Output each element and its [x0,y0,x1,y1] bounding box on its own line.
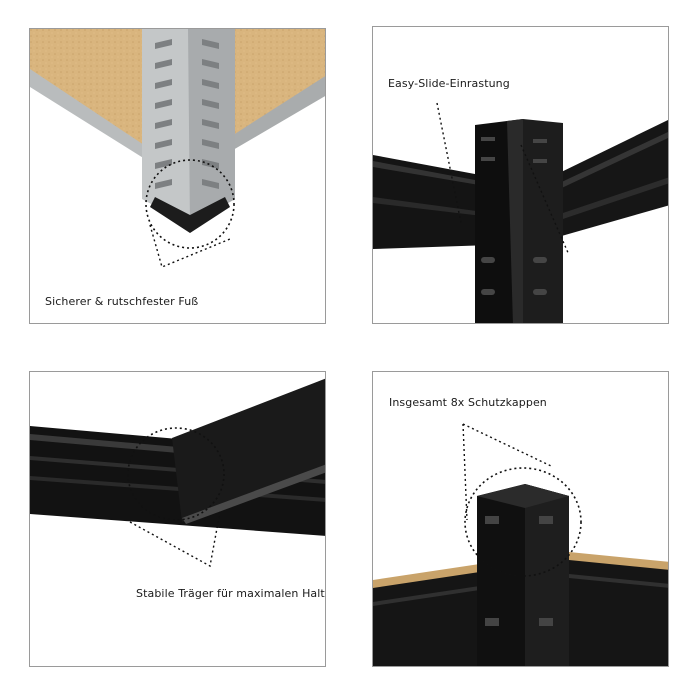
stable-beam-illustration [30,372,325,666]
panel-safe-foot: Sicherer & rutschfester Fuß [29,28,326,324]
panel-stable-beams: Stabile Träger für maximalen Halt [29,371,326,667]
galvanized-corner-foot-illustration [30,29,325,323]
easy-slide-joint-illustration [373,27,668,323]
caption-safe-foot: Sicherer & rutschfester Fuß [45,295,199,308]
caption-easy-slide: Easy-Slide-Einrastung [388,77,510,90]
caption-stable-beams: Stabile Träger für maximalen Halt [136,587,325,600]
panel-protective-caps: Insgesamt 8x Schutzkappen [372,371,669,667]
caption-protective-caps: Insgesamt 8x Schutzkappen [389,396,547,409]
panel-easy-slide: Easy-Slide-Einrastung [372,26,669,324]
protective-cap-illustration [373,372,668,666]
